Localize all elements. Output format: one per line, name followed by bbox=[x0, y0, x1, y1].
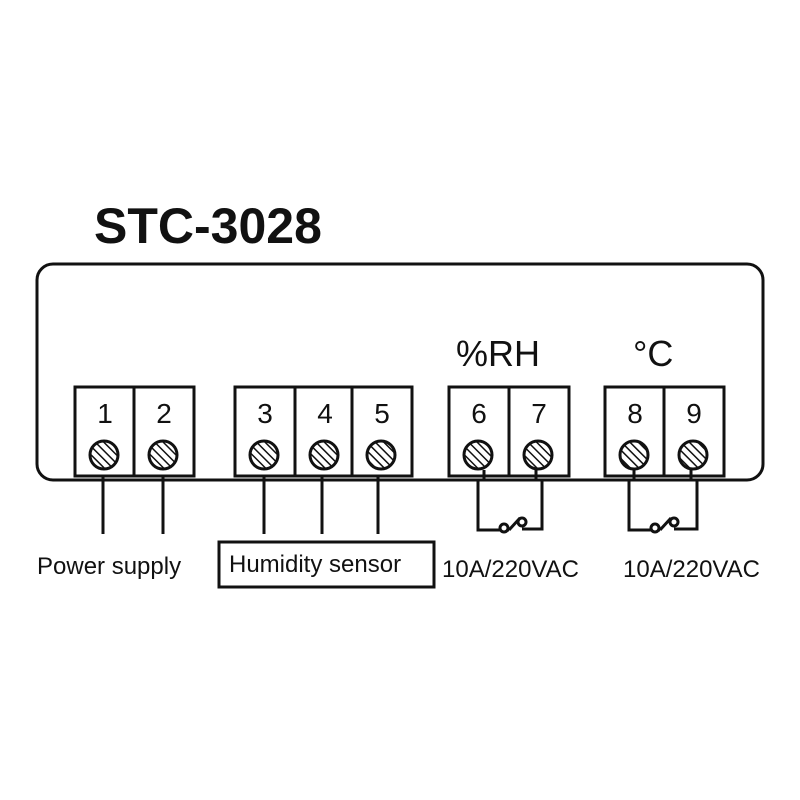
terminal-3: 3 bbox=[233, 385, 297, 478]
terminal-4: 4 bbox=[293, 385, 357, 478]
terminal-number: 4 bbox=[317, 398, 333, 429]
relay-rh-contact bbox=[476, 470, 544, 534]
relay-temp-rating: 10A/220VAC bbox=[623, 556, 760, 583]
power-supply-label: Power supply bbox=[37, 553, 181, 580]
terminal-2: 2 bbox=[132, 385, 196, 478]
power-wires bbox=[101, 476, 165, 534]
terminal-blocks: 1 2 3 4 5 6 7 8 9 bbox=[73, 385, 726, 478]
humidity-sensor-box bbox=[217, 540, 436, 589]
screw-icon bbox=[308, 439, 340, 471]
relay-rh-label: %RH bbox=[456, 333, 540, 374]
relay-temp-contact bbox=[627, 470, 699, 534]
model-title: STC-3028 bbox=[94, 198, 322, 254]
terminal-5: 5 bbox=[350, 385, 414, 478]
terminal-number: 8 bbox=[627, 398, 643, 429]
terminal-number: 2 bbox=[156, 398, 172, 429]
terminal-number: 6 bbox=[471, 398, 487, 429]
screw-icon bbox=[88, 439, 120, 471]
screw-icon bbox=[677, 439, 709, 471]
screw-icon bbox=[248, 439, 280, 471]
terminal-6: 6 bbox=[447, 385, 511, 478]
controller-body bbox=[35, 262, 765, 482]
humidity-sensor-label: Humidity sensor bbox=[229, 551, 401, 578]
relay-rh-rating: 10A/220VAC bbox=[442, 556, 579, 583]
terminal-1: 1 bbox=[73, 385, 137, 478]
screw-icon bbox=[365, 439, 397, 471]
screw-icon bbox=[462, 439, 494, 471]
terminal-number: 7 bbox=[531, 398, 547, 429]
terminal-number: 5 bbox=[374, 398, 390, 429]
screw-icon bbox=[147, 439, 179, 471]
terminal-9: 9 bbox=[662, 385, 726, 478]
screw-icon bbox=[618, 439, 650, 471]
terminal-number: 1 bbox=[97, 398, 113, 429]
sensor-wires bbox=[262, 476, 380, 534]
relay-temp-label: °C bbox=[633, 333, 673, 374]
terminal-number: 3 bbox=[257, 398, 273, 429]
terminal-7: 7 bbox=[507, 385, 571, 478]
terminal-8: 8 bbox=[603, 385, 667, 478]
screw-icon bbox=[522, 439, 554, 471]
terminal-number: 9 bbox=[686, 398, 702, 429]
